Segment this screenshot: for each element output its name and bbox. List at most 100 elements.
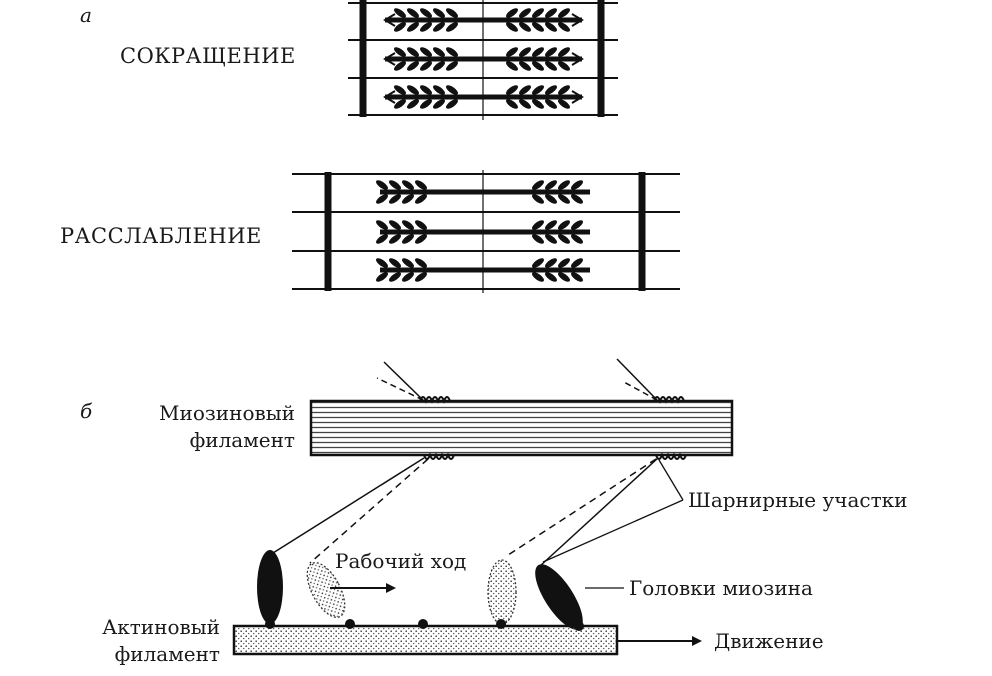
myosin-head-mark <box>394 8 406 18</box>
myosin-head-mark <box>389 234 401 244</box>
myosin-head-mark <box>446 85 458 95</box>
myosin-head-mark <box>532 234 544 244</box>
myosin-head-mark <box>558 220 570 230</box>
myosin-head-attached-right <box>535 564 583 630</box>
myosin-head-mark <box>433 85 445 95</box>
myosin-head-mark <box>545 85 557 95</box>
myosin-head-mark <box>407 85 419 95</box>
myosin-head-mark <box>446 61 458 71</box>
myosin-head-mark <box>415 272 427 282</box>
myosin-head-mark <box>532 8 544 18</box>
myosin-head-mark <box>420 22 432 32</box>
myosin-head-mark <box>545 61 557 71</box>
myosin-head-mark <box>558 99 570 109</box>
myosin-head-mark <box>532 99 544 109</box>
myosin-head-mark <box>402 194 414 204</box>
myosin-head-mark <box>394 61 406 71</box>
myosin-head-mark <box>506 8 518 18</box>
myosin-head-mark <box>415 220 427 230</box>
myosin-head-mark <box>571 272 583 282</box>
myosin-head-mark <box>415 180 427 190</box>
myosin-head-mark <box>532 258 544 268</box>
myosin-head-mark <box>532 220 544 230</box>
myosin-head-mark <box>407 99 419 109</box>
myosin-head-mark <box>558 47 570 57</box>
myosin-head-mark <box>415 234 427 244</box>
myosin-head-mark <box>376 234 388 244</box>
myosin-head-mark <box>446 47 458 57</box>
myosin-head-mark <box>407 47 419 57</box>
myosin-head-mark <box>519 61 531 71</box>
myosin-head-mark <box>545 258 557 268</box>
myosin-head-mark <box>446 8 458 18</box>
myosin-head-mark <box>506 22 518 32</box>
myosin-head-mark <box>532 85 544 95</box>
relaxation-label: РАССЛАБЛЕНИЕ <box>60 224 262 248</box>
relaxed-sarcomere <box>292 170 680 293</box>
myosin-head-mark <box>376 258 388 268</box>
contracted-sarcomere <box>348 0 618 120</box>
myosin-head-mark <box>532 22 544 32</box>
myosin-head-mark <box>394 99 406 109</box>
hinge-label: Шарнирные участки <box>688 488 907 512</box>
myosin-head-ghost-left <box>306 562 346 618</box>
myosin-head-mark <box>558 272 570 282</box>
myosin-head-mark <box>407 8 419 18</box>
myosin-label-line1: Миозиновый <box>159 401 295 425</box>
myosin-head-mark <box>558 194 570 204</box>
myosin-head-mark <box>519 8 531 18</box>
myosin-head-mark <box>545 22 557 32</box>
myosin-head-ghost-right <box>487 559 517 625</box>
myosin-head-mark <box>446 99 458 109</box>
myosin-head-mark <box>558 61 570 71</box>
myosin-head-mark <box>532 180 544 190</box>
myosin-head-mark <box>532 272 544 282</box>
myosin-head-mark <box>420 47 432 57</box>
myosin-head-mark <box>519 85 531 95</box>
myosin-head-attached-left <box>257 550 283 624</box>
myosin-head-mark <box>545 47 557 57</box>
myosin-head-mark <box>558 22 570 32</box>
myosin-head-mark <box>376 194 388 204</box>
myosin-head-mark <box>558 8 570 18</box>
myosin-head-mark <box>376 220 388 230</box>
myosin-head-mark <box>545 272 557 282</box>
myosin-head-mark <box>506 99 518 109</box>
myosin-head-mark <box>415 258 427 268</box>
myosin-head-mark <box>506 47 518 57</box>
myosin-head-mark <box>402 234 414 244</box>
myosin-head-mark <box>506 61 518 71</box>
myosin-head-mark <box>545 220 557 230</box>
myosin-head-mark <box>545 180 557 190</box>
myosin-head-mark <box>571 194 583 204</box>
hinge-leaders <box>542 459 684 563</box>
contraction-label: СОКРАЩЕНИЕ <box>120 44 296 68</box>
myosin-head-mark <box>415 194 427 204</box>
myosin-head-mark <box>519 22 531 32</box>
heads-label: Головки миозина <box>629 576 813 600</box>
myosin-head-mark <box>571 258 583 268</box>
myosin-head-mark <box>394 85 406 95</box>
myosin-head-mark <box>389 220 401 230</box>
myosin-head-mark <box>571 234 583 244</box>
myosin-head-mark <box>407 61 419 71</box>
myosin-head-mark <box>394 47 406 57</box>
myosin-head-mark <box>506 85 518 95</box>
hinge-regions <box>419 396 687 460</box>
myosin-head-mark <box>420 99 432 109</box>
myosin-head-mark <box>433 61 445 71</box>
actin-binding-sites <box>265 619 584 631</box>
myosin-head-mark <box>545 99 557 109</box>
myosin-head-mark <box>407 22 419 32</box>
lower-neck-lines <box>272 457 659 567</box>
myosin-head-mark <box>376 272 388 282</box>
actin-label-line2: филамент <box>115 642 220 666</box>
myosin-head-mark <box>433 99 445 109</box>
myosin-head-mark <box>389 258 401 268</box>
stroke-label: Рабочий ход <box>335 549 466 573</box>
myosin-head-mark <box>558 180 570 190</box>
myosin-head-mark <box>433 8 445 18</box>
myosin-head-mark <box>402 180 414 190</box>
myosin-head-mark <box>394 22 406 32</box>
